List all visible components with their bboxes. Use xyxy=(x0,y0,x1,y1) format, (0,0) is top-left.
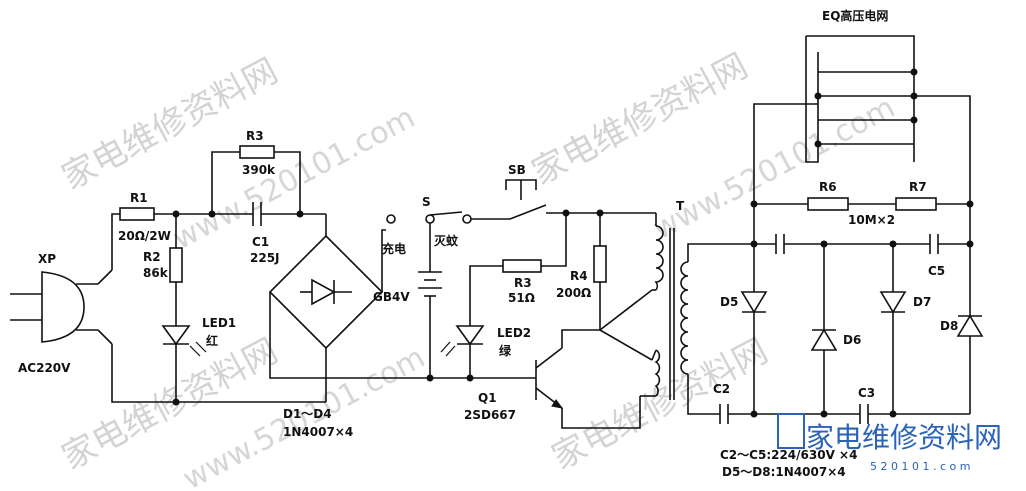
logo-text-url: 5 2 0 1 0 1 . c o m xyxy=(870,460,970,473)
resistor-r2 xyxy=(169,247,183,283)
label-q1: Q1 xyxy=(478,391,497,405)
switch-s-contact-charge xyxy=(386,214,396,224)
label-r2: R2 xyxy=(143,250,161,264)
diode-d5 xyxy=(740,291,768,314)
label-r6: R6 xyxy=(819,180,837,194)
label-gb4v: GB4V xyxy=(373,290,410,304)
transformer-feedback-coil xyxy=(654,349,661,397)
label-d8: D8 xyxy=(940,319,958,333)
switch-s-contact-kill xyxy=(462,214,472,224)
led1 xyxy=(161,325,191,346)
note-capacitors: C2～C5:224/630V ×4 xyxy=(720,448,857,462)
label-r3b: R3 xyxy=(514,276,532,290)
resistor-r3-51 xyxy=(502,259,542,273)
resistor-r6 xyxy=(807,197,849,211)
label-r4-value: 200Ω xyxy=(556,286,591,300)
diode-d8 xyxy=(956,314,984,337)
label-ac220v: AC220V xyxy=(18,361,71,375)
label-kill: 灭蚊 xyxy=(433,233,459,248)
label-charge: 充电 xyxy=(382,241,406,256)
label-r3-value: 390k xyxy=(242,163,276,177)
label-r1-value: 20Ω/2W xyxy=(118,229,171,243)
diode-d6 xyxy=(810,328,838,351)
label-d7: D7 xyxy=(913,295,931,309)
logo-box-icon xyxy=(777,413,805,449)
label-c1-value: 225J xyxy=(250,251,280,265)
label-switch-s: S xyxy=(422,195,431,209)
resistor-r7 xyxy=(895,197,937,211)
label-c3: C3 xyxy=(858,386,875,400)
label-led1: LED1 xyxy=(202,316,236,330)
logo-text-cn: 家电维修资料网 xyxy=(806,421,1002,454)
site-logo: 家电维修资料网 5 2 0 1 0 1 . c o m xyxy=(777,413,1002,473)
label-r3b-value: 51Ω xyxy=(508,291,535,305)
label-d6: D6 xyxy=(843,333,861,347)
label-r7: R7 xyxy=(909,180,927,194)
label-c1: C1 xyxy=(252,235,269,249)
label-grid-title: EQ高压电网 xyxy=(822,8,888,23)
label-r6-r7-value: 10M×2 xyxy=(848,213,895,227)
resistor-r3-390k xyxy=(239,145,275,159)
transformer-secondary-coil xyxy=(680,261,689,375)
note-diodes: D5～D8:1N4007×4 xyxy=(722,465,846,479)
resistor-r4 xyxy=(593,245,607,283)
led2 xyxy=(455,325,485,346)
label-sb: SB xyxy=(508,163,526,177)
label-r4: R4 xyxy=(570,269,588,283)
label-r2-value: 86k xyxy=(143,266,169,280)
label-q1-value: 2SD667 xyxy=(464,408,516,422)
watermark-text: 家电维修资料网 xyxy=(525,46,754,193)
label-r3: R3 xyxy=(246,129,264,143)
diode-d7 xyxy=(879,291,907,314)
label-r1: R1 xyxy=(130,191,148,205)
switch-s-common xyxy=(425,214,435,224)
label-d1-d4: D1～D4 xyxy=(283,407,332,421)
label-transformer-t: T xyxy=(676,199,685,213)
label-xp: XP xyxy=(38,252,56,266)
label-c2: C2 xyxy=(713,382,730,396)
label-led2: LED2 xyxy=(497,326,531,340)
transformer-primary-coil xyxy=(654,225,664,291)
label-c5: C5 xyxy=(928,264,945,278)
resistor-r1 xyxy=(119,207,155,221)
label-d5: D5 xyxy=(720,295,738,309)
high-voltage-grid xyxy=(753,35,971,204)
label-led2-color: 绿 xyxy=(499,343,512,358)
plug-xp xyxy=(10,269,113,345)
label-led1-color: 红 xyxy=(206,333,218,348)
label-d1-d4-value: 1N4007×4 xyxy=(283,425,353,439)
